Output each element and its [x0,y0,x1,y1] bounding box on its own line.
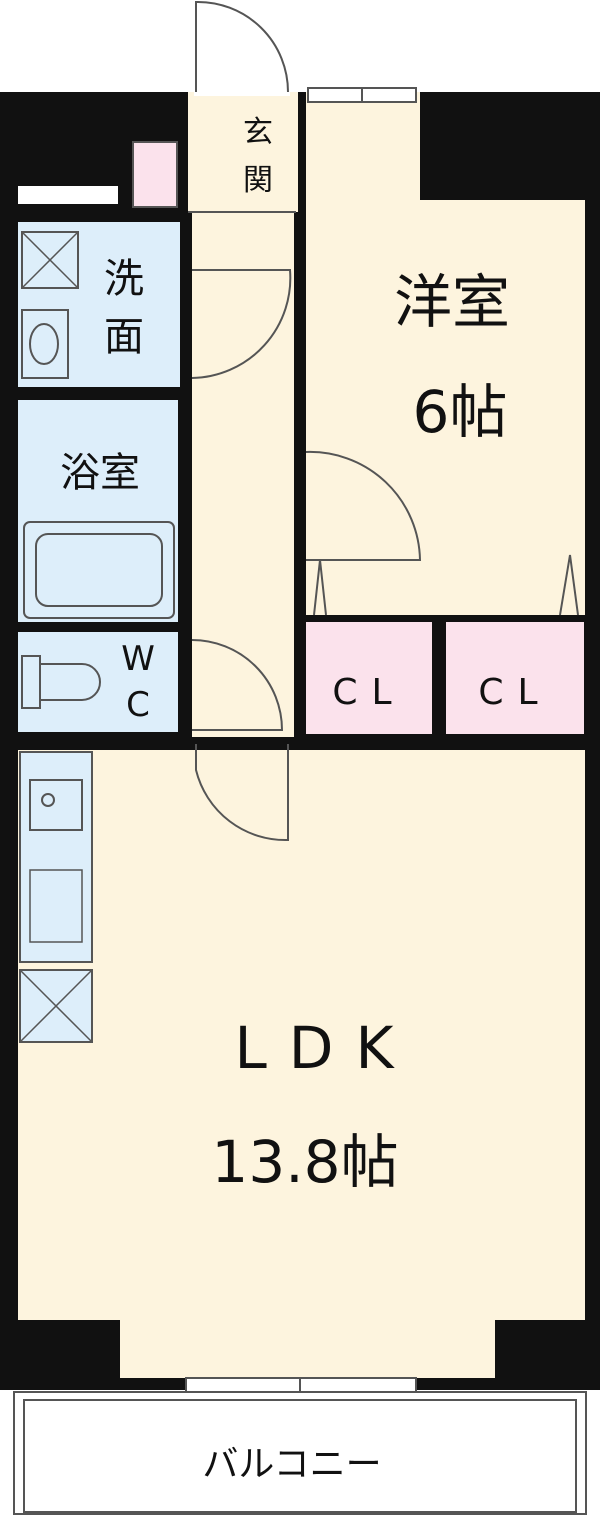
washbasin-bowl [29,323,59,365]
bathtub [23,521,175,619]
toilet-label-2: C [126,685,150,725]
western-door-swing [305,450,422,561]
closet-right-fold [559,554,579,616]
sink-drain [41,793,55,807]
western-room-name: 洋室 [394,268,510,336]
ldk-floor [18,750,585,1378]
entrance-door-swing [195,0,289,93]
bathroom-label: 浴室 [60,450,140,496]
washbasin [21,309,69,379]
toilet-label-1: W [121,639,155,679]
ldk-door-swing [195,744,289,842]
washing-machine-pan [21,231,79,289]
entrance-floor [188,92,298,212]
closet-left-fold [313,559,327,616]
washer-cross-2 [21,231,79,289]
washroom-label-2: 面 [104,314,144,360]
fridge-cross-2 [19,969,93,1043]
closet-right-area [446,622,584,734]
toilet-bowl [39,663,101,701]
closet-right-label: CL [478,672,551,713]
kitchen-counter [19,751,93,963]
western-room-floor [306,92,585,615]
shoe-cabinet [132,141,178,208]
toilet-area [18,632,178,732]
washroom-door-swing [191,269,292,379]
washroom-area [18,222,180,387]
balcony-label: バルコニー [202,1444,381,1485]
western-room-size: 6帖 [413,378,508,446]
ldk-name: LDK [234,1014,415,1082]
toilet-door-swing [191,639,284,731]
entrance-label-2: 関 [243,163,273,198]
ldk-size: 13.8帖 [211,1128,398,1196]
entrance-door-gap [194,86,290,96]
bathroom-area [18,400,178,622]
balcony-area [13,1391,587,1515]
hallway-floor [192,212,294,737]
washroom-label-1: 洗 [104,256,144,302]
closet-left-area [306,622,432,734]
bathtub-inner [35,533,163,607]
wall-notch [18,186,118,204]
kitchen-sink [29,779,83,831]
stove-area [29,869,83,943]
entrance-label-1: 玄 [243,115,273,150]
closet-left-label: CL [332,672,405,713]
balcony-inner [23,1399,577,1513]
